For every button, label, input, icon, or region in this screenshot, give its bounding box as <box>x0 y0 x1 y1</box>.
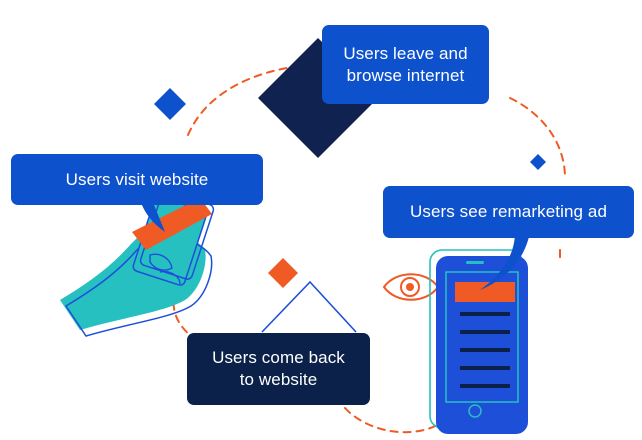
step-bubble-back: Users come back to website <box>187 333 370 405</box>
hand-phone-illustration <box>60 190 215 337</box>
dashed-cycle-path <box>172 64 566 434</box>
diamond-orange <box>268 258 298 288</box>
diamond-blue-small <box>154 88 186 120</box>
step-bubble-visit: Users visit website <box>11 154 263 205</box>
smartphone-illustration <box>429 249 528 434</box>
diamond-blue-tiny <box>530 154 546 170</box>
step-bubble-see: Users see remarketing ad <box>383 186 634 238</box>
eye-icon <box>382 273 440 301</box>
triangle-outline <box>261 280 357 333</box>
step-bubble-leave: Users leave and browse internet <box>322 25 489 104</box>
bubble-tail-see <box>480 232 530 290</box>
bubble-tail-visit <box>140 200 165 232</box>
